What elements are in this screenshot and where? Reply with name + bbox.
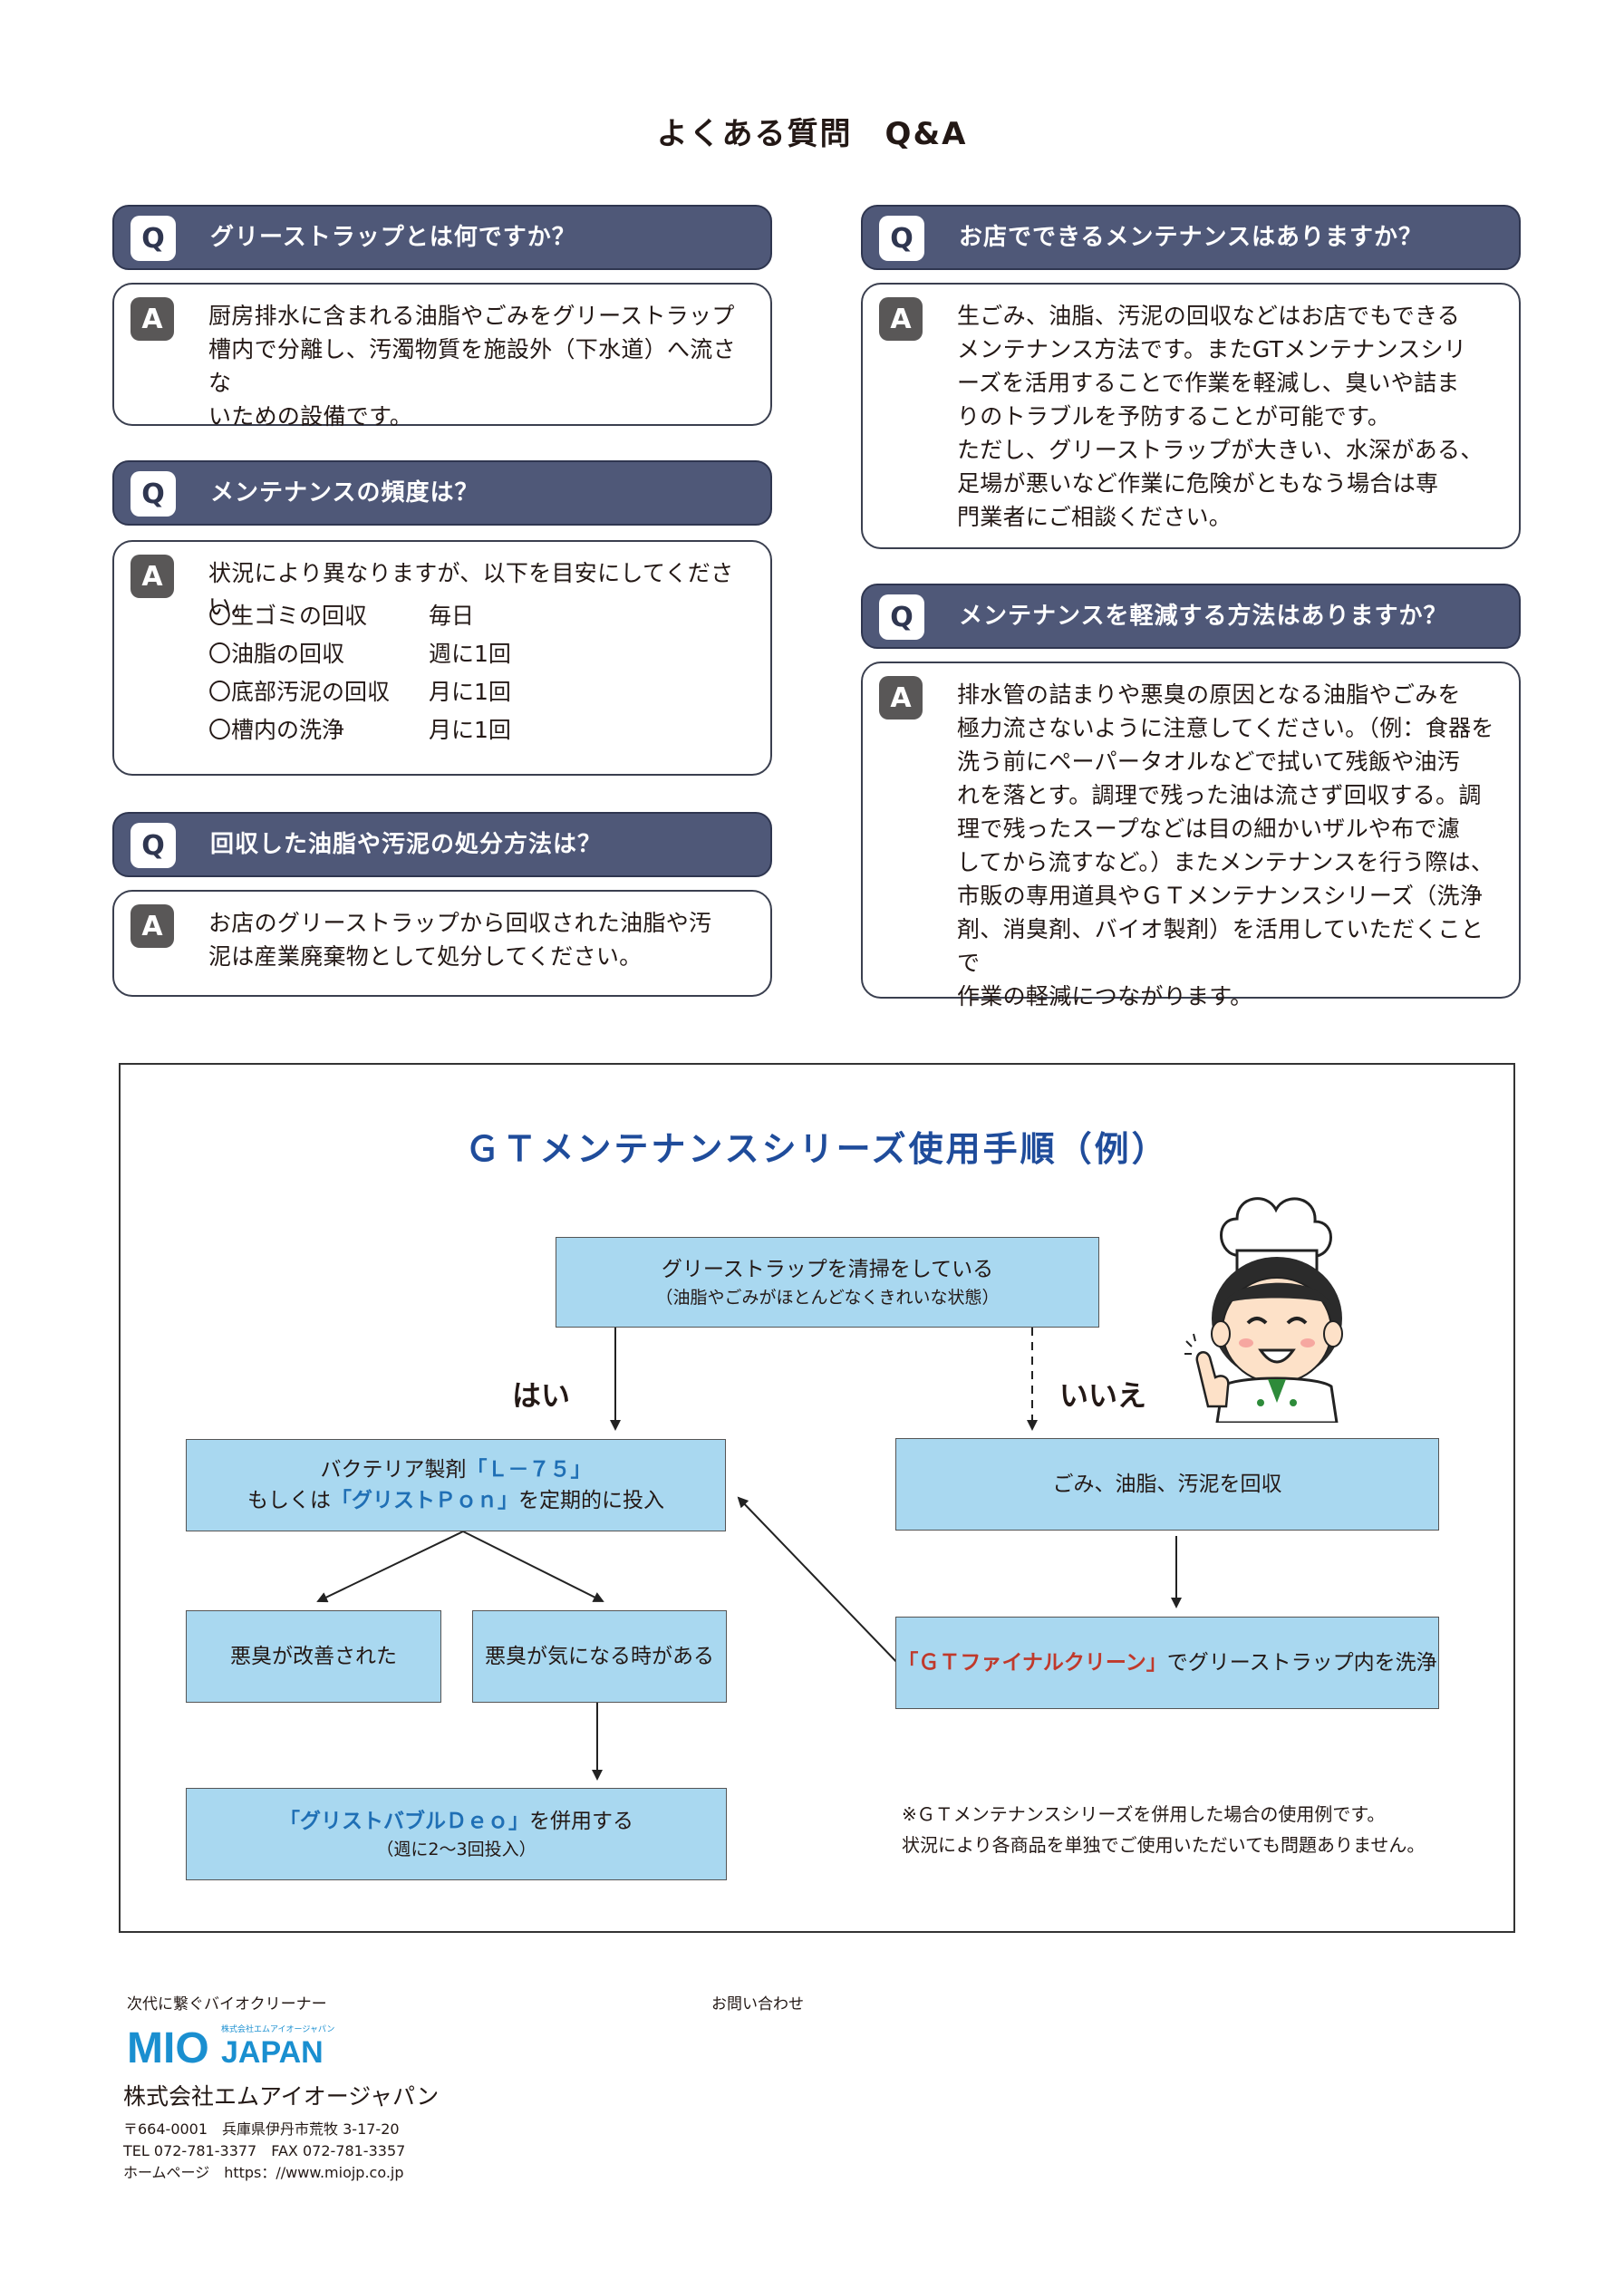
page-title: よくある質問 Q&A bbox=[656, 116, 968, 152]
usage-note: ※ＧＴメンテナンスシリーズを併用した場合の使用例です。 状況により各商品を単独で… bbox=[902, 1803, 1426, 1856]
svg-text:株式会社エムアイオージャパン: 株式会社エムアイオージャパン bbox=[221, 2023, 334, 2033]
question-bar-5: Q メンテナンスを軽減する方法はありますか？ bbox=[861, 584, 1521, 649]
q-badge: Q bbox=[879, 216, 924, 261]
answer-text: 厨房排水に含まれる油脂やごみをグリーストラップ 槽内で分離し、汚濁物質を施設外（… bbox=[208, 303, 736, 430]
answer-text: 排水管の詰まりや悪臭の原因となる油脂やごみを 極力流さないように注意してください… bbox=[957, 681, 1494, 1009]
company-name: 株式会社エムアイオージャパン bbox=[123, 2083, 440, 2110]
chef-illustration bbox=[1184, 1197, 1343, 1423]
arrow-clean-back bbox=[737, 1496, 903, 1668]
question-text: メンテナンスの頻度は？ bbox=[210, 479, 479, 507]
a-badge: A bbox=[130, 297, 174, 341]
collect-box: ごみ、油脂、汚泥を回収 bbox=[895, 1438, 1439, 1531]
question-bar-3: Q 回収した油脂や汚泥の処分方法は？ bbox=[112, 812, 772, 877]
arrow-split-left bbox=[316, 1531, 464, 1603]
svg-text:JAPAN: JAPAN bbox=[221, 2035, 324, 2070]
concern-box: 悪臭が気になる時がある bbox=[472, 1610, 727, 1703]
answer-text: 生ごみ、油脂、汚泥の回収などはお店でもできる メンテナンス方法です。またGTメン… bbox=[957, 303, 1484, 530]
company-logo: MIO JAPAN 株式会社エムアイオージャパン bbox=[127, 2023, 344, 2073]
yes-label: はい bbox=[512, 1378, 571, 1413]
a-badge: A bbox=[879, 676, 923, 720]
question-bar-1: Q グリーストラップとは何ですか？ bbox=[112, 205, 772, 270]
question-bar-2: Q メンテナンスの頻度は？ bbox=[112, 460, 772, 526]
frequency-row: 〇槽内の洗浄月に1回 bbox=[208, 717, 511, 743]
flow-arrows bbox=[316, 1328, 1182, 1781]
svg-text:MIO: MIO bbox=[127, 2024, 209, 2070]
frequency-row: 〇油脂の回収週に1回 bbox=[208, 641, 511, 667]
answer-box-3: A お店のグリーストラップから回収された油脂や汚 泥は産業廃棄物として処分してく… bbox=[112, 890, 772, 997]
final-clean-box: 「ＧＴファイナルクリーン」でグリーストラップ内を洗浄 bbox=[895, 1617, 1439, 1709]
q-badge: Q bbox=[130, 823, 176, 868]
answer-box-4: A 生ごみ、油脂、汚泥の回収などはお店でもできる メンテナンス方法です。またGT… bbox=[861, 283, 1521, 549]
question-text: グリーストラップとは何ですか？ bbox=[210, 224, 576, 251]
no-label: いいえ bbox=[1059, 1378, 1147, 1413]
a-badge: A bbox=[130, 904, 174, 948]
arrow-split-right bbox=[462, 1531, 604, 1602]
frequency-row: 〇生ゴミの回収毎日 bbox=[208, 603, 475, 629]
tel-fax: TEL 072-781-3377 FAX 072-781-3357 bbox=[123, 2142, 406, 2159]
answer-box-5: A 排水管の詰まりや悪臭の原因となる油脂やごみを 極力流さないように注意してくだ… bbox=[861, 662, 1521, 1009]
answer-box-2: A 状況により異なりますが、以下を目安にしてください。 〇生ゴミの回収毎日 〇油… bbox=[112, 540, 772, 776]
a-badge: A bbox=[130, 555, 174, 598]
address: 〒664-0001 兵庫県伊丹市荒牧 3-17-20 bbox=[123, 2120, 400, 2138]
flow-title: ＧＴメンテナンスシリーズ使用手順（例） bbox=[465, 1129, 1169, 1169]
bacteria-box: バクテリア製剤「Ｌ－７５」 もしくは「グリストＰｏｎ」を定期的に投入 bbox=[186, 1439, 726, 1531]
q-badge: Q bbox=[879, 594, 924, 640]
q-badge: Q bbox=[130, 471, 176, 517]
question-bar-4: Q お店でできるメンテナンスはありますか？ bbox=[861, 205, 1521, 270]
tagline: 次代に繋ぐバイオクリーナー bbox=[127, 1995, 327, 2014]
answer-box-1: A 厨房排水に含まれる油脂やごみをグリーストラップ 槽内で分離し、汚濁物質を施設… bbox=[112, 283, 772, 430]
a-badge: A bbox=[879, 297, 923, 341]
answer-text: 状況により異なりますが、以下を目安にしてください。 bbox=[208, 560, 734, 620]
question-text: 回収した油脂や汚泥の処分方法は？ bbox=[210, 831, 603, 858]
bubble-box: 「グリストバブルＤｅｏ」を併用する （週に2〜3回投入） bbox=[186, 1788, 727, 1880]
answer-text: お店のグリーストラップから回収された油脂や汚 泥は産業廃棄物として処分してくださ… bbox=[208, 910, 712, 970]
question-text: お店でできるメンテナンスはありますか？ bbox=[959, 224, 1423, 251]
contact-label: お問い合わせ bbox=[711, 1995, 804, 2014]
flow-start-box: グリーストラップを清掃をしている （油脂やごみがほとんどなくきれいな状態） bbox=[556, 1237, 1099, 1328]
flow-panel: ＧＴメンテナンスシリーズ使用手順（例） グリーストラップを清掃をしている （油脂… bbox=[119, 1063, 1515, 1933]
question-text: メンテナンスを軽減する方法はありますか？ bbox=[959, 603, 1448, 630]
website: ホームページ https：//www.miojp.co.jp bbox=[123, 2164, 404, 2181]
improved-box: 悪臭が改善された bbox=[186, 1610, 441, 1703]
frequency-row: 〇底部汚泥の回収月に1回 bbox=[208, 679, 511, 705]
q-badge: Q bbox=[130, 216, 176, 261]
